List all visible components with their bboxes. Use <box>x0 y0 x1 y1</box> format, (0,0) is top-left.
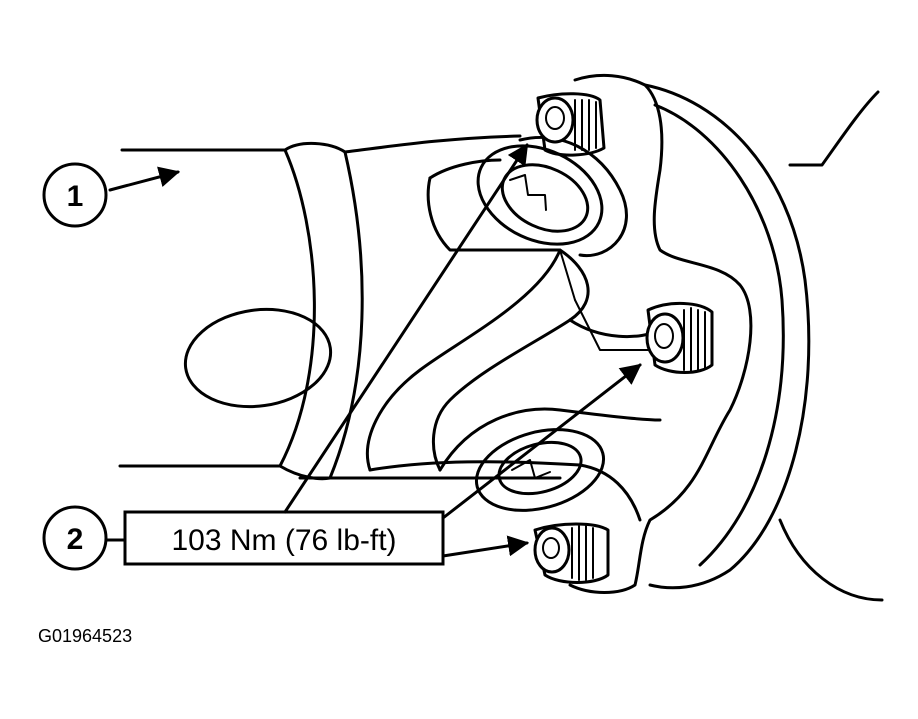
callout-2-label: 2 <box>67 523 84 556</box>
lower-u-joint-cap <box>474 428 606 512</box>
callout-1-label: 1 <box>67 180 84 213</box>
flange-bolt-middle <box>645 301 714 374</box>
callout-1: 1 <box>42 162 181 228</box>
leader-lower-bolt <box>441 535 530 558</box>
leader-upper-bolt <box>283 143 529 514</box>
driveshaft-tube <box>118 134 522 481</box>
torque-spec-callout: 103 Nm (76 lb-ft) <box>123 143 642 566</box>
torque-spec-label: 103 Nm (76 lb-ft) <box>171 524 396 557</box>
callout-2: 2 <box>42 505 127 571</box>
flange-bolt-lower <box>533 522 610 584</box>
balance-weight <box>183 307 333 409</box>
figure-id: G01964523 <box>38 626 132 646</box>
flange-bolt-upper <box>535 92 606 157</box>
upper-u-joint-cap <box>476 144 604 246</box>
leader-middle-bolt <box>441 363 642 520</box>
companion-flange <box>643 83 811 590</box>
pinion-housing <box>778 90 884 602</box>
